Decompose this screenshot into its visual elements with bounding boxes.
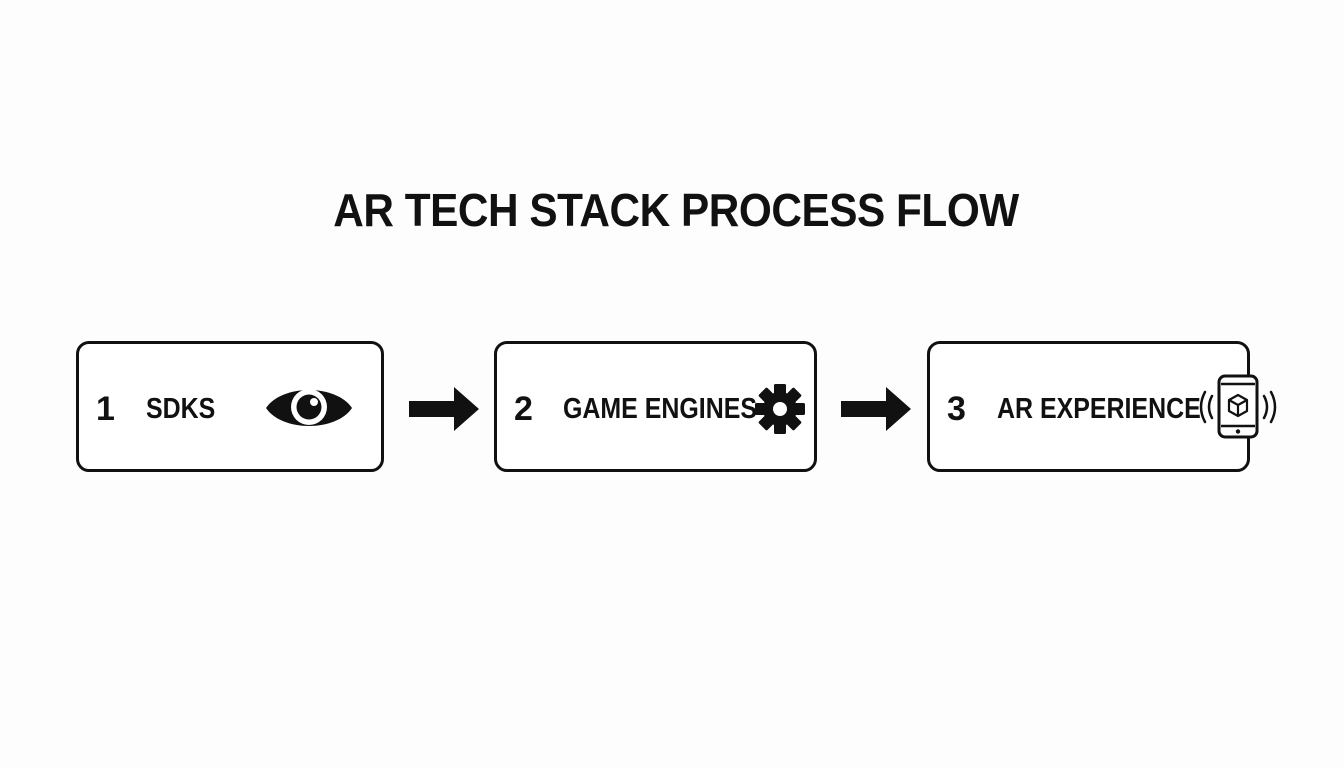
arrow-right-icon	[841, 387, 911, 431]
arrow-right-icon	[409, 387, 479, 431]
smartphone-ar-cube-icon	[1199, 374, 1277, 439]
step-3-label: AR EXPERIENCE	[997, 393, 1201, 425]
step-1-number: 1	[96, 390, 115, 428]
step-3-number: 3	[947, 390, 966, 428]
gear-icon	[755, 384, 805, 434]
page-title: AR TECH STACK PROCESS FLOW	[333, 184, 1019, 236]
step-1-box: 1 SDKS	[76, 341, 384, 472]
step-2-label: GAME ENGINES	[563, 393, 758, 425]
eye-icon	[266, 389, 352, 426]
step-2-box: 2 GAME ENGINES	[494, 341, 817, 472]
step-3-box: 3 AR EXPERIENCE	[927, 341, 1250, 472]
step-2-number: 2	[514, 390, 533, 428]
step-1-label: SDKS	[146, 393, 216, 425]
